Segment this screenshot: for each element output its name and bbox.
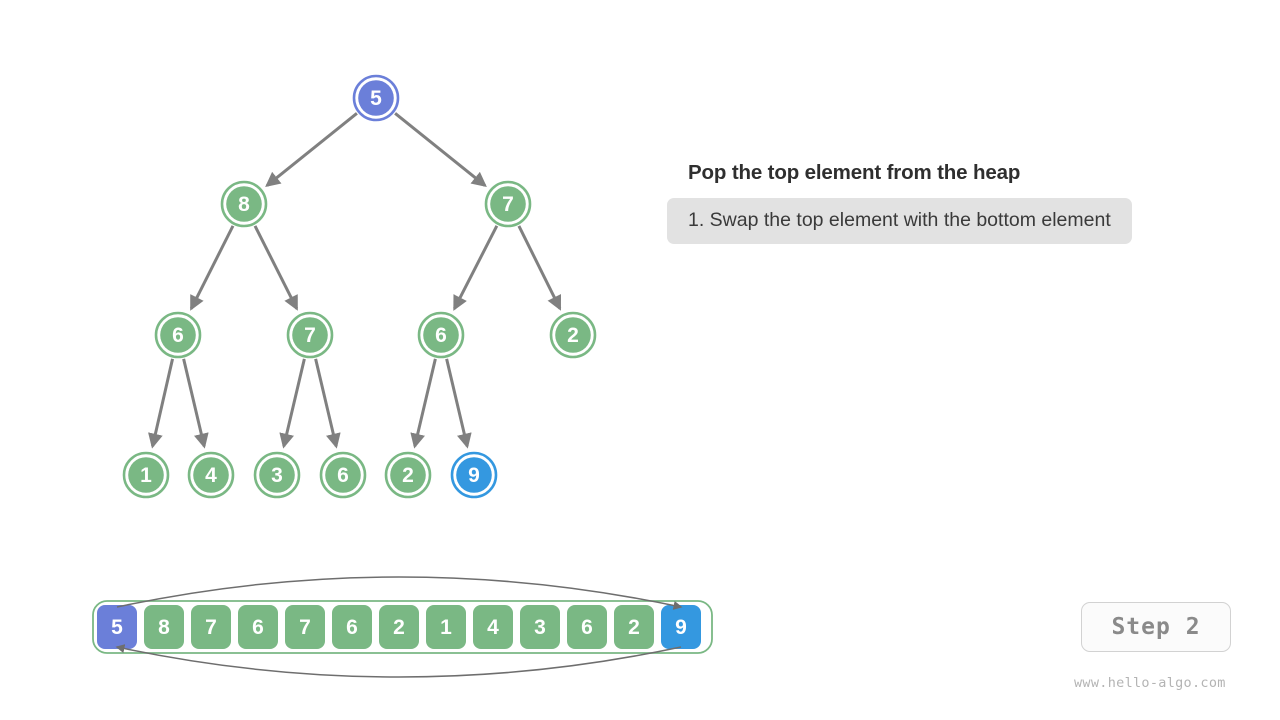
array-cell: 2 xyxy=(379,605,419,649)
tree-edge xyxy=(148,358,175,449)
tree-edge xyxy=(253,225,299,311)
tree-node: 6 xyxy=(417,311,465,359)
step-badge: Step 2 xyxy=(1081,602,1231,652)
array-container-outline xyxy=(92,600,713,654)
tree-node: 4 xyxy=(187,451,235,499)
tree-edge-group xyxy=(148,112,562,449)
array-cell: 1 xyxy=(426,605,466,649)
tree-edge xyxy=(279,358,306,449)
tree-node: 2 xyxy=(549,311,597,359)
array-cell: 9 xyxy=(661,605,701,649)
step-description: 1. Swap the top element with the bottom … xyxy=(667,197,1132,245)
tree-node: 8 xyxy=(220,180,268,228)
array-cell: 7 xyxy=(285,605,325,649)
tree-node: 9 xyxy=(450,451,498,499)
tree-node: 2 xyxy=(384,451,432,499)
tree-node: 3 xyxy=(253,451,301,499)
tree-edge xyxy=(314,358,341,449)
page-title: Pop the top element from the heap xyxy=(688,161,1021,184)
array-cell: 6 xyxy=(238,605,278,649)
tree-edge xyxy=(394,112,487,188)
tree-edge xyxy=(517,225,562,311)
array-cell: 2 xyxy=(614,605,654,649)
tree-edge xyxy=(410,358,437,449)
array-cell: 6 xyxy=(332,605,372,649)
tree-edge xyxy=(189,225,235,311)
array-cell: 6 xyxy=(567,605,607,649)
tree-node: 5 xyxy=(352,74,400,122)
watermark: www.hello-algo.com xyxy=(1074,675,1226,691)
step-badge-label: Step 2 xyxy=(1111,614,1201,640)
tree-node: 1 xyxy=(122,451,170,499)
array-cell: 3 xyxy=(520,605,560,649)
tree-node: 7 xyxy=(484,180,532,228)
array-cell: 7 xyxy=(191,605,231,649)
tree-node: 6 xyxy=(319,451,367,499)
tree-edge xyxy=(182,358,209,449)
explanation-panel: Pop the top element from the heap 1. Swa… xyxy=(667,160,1247,245)
tree-node: 7 xyxy=(286,311,334,359)
tree-edge xyxy=(453,225,499,311)
tree-node: 6 xyxy=(154,311,202,359)
array-cell: 8 xyxy=(144,605,184,649)
swap-arrow-bottom xyxy=(115,644,682,678)
array-cell: 4 xyxy=(473,605,513,649)
swap-arrow-group xyxy=(115,576,683,678)
swap-arrow-top xyxy=(116,576,683,610)
array-cell: 5 xyxy=(97,605,137,649)
tree-edge xyxy=(445,358,472,449)
tree-edge xyxy=(265,112,358,188)
